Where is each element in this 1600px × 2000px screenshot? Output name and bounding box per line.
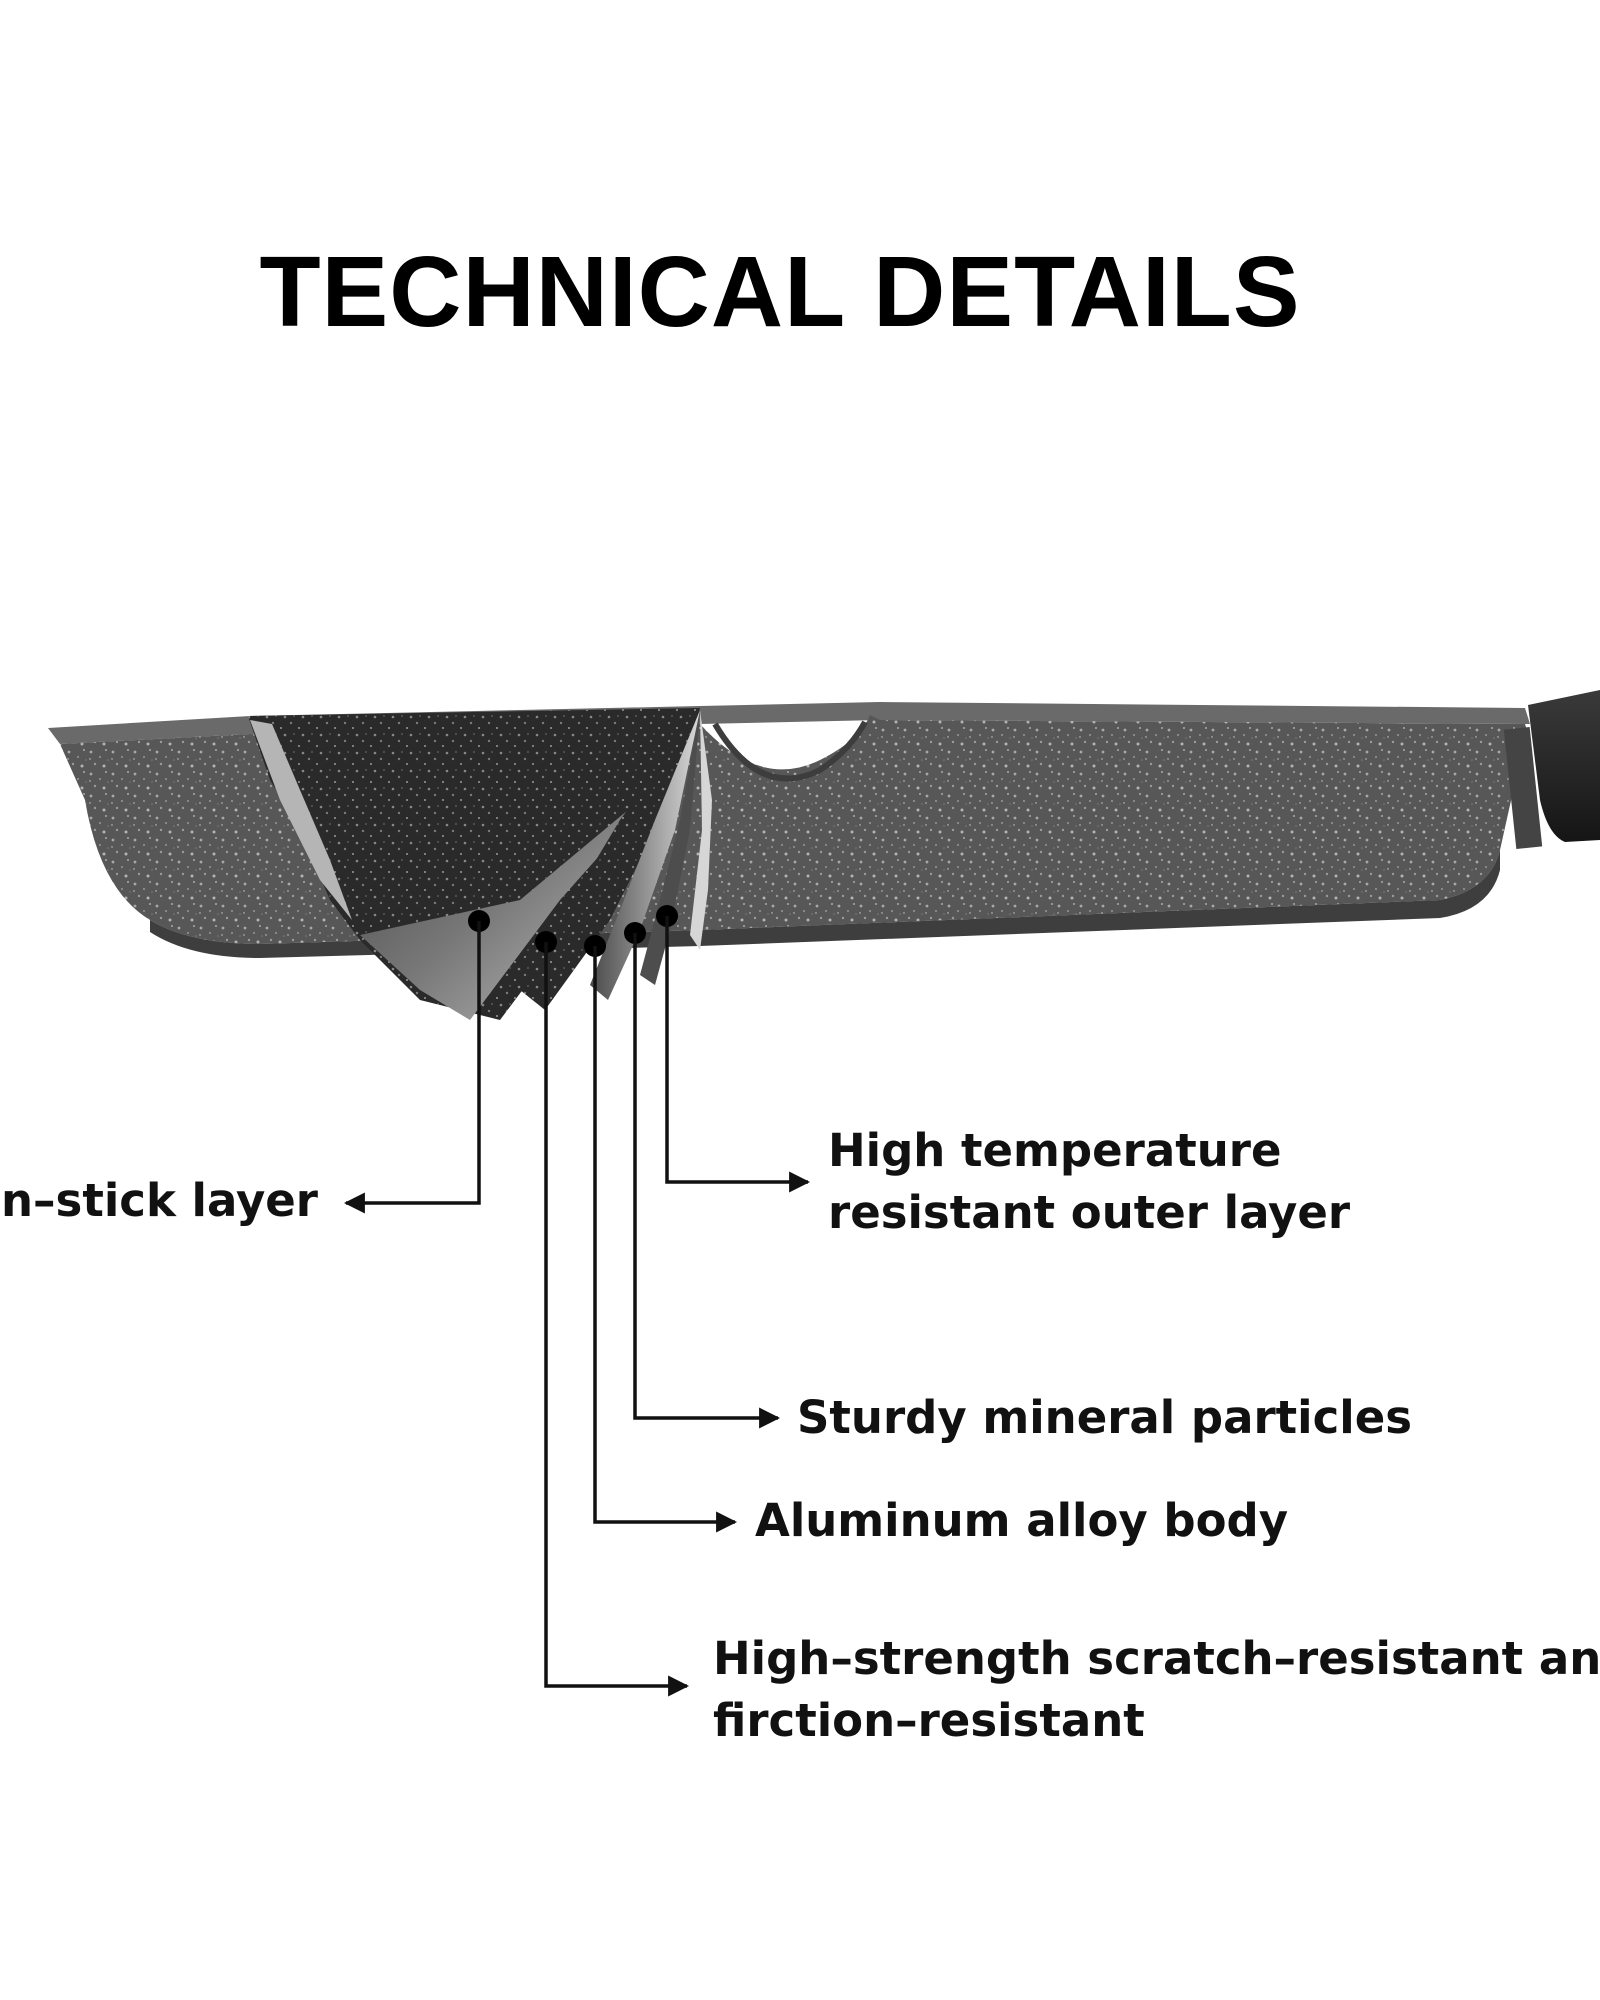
- label-mineral-line-1: Sturdy mineral particles: [797, 1391, 1412, 1444]
- label-scratch-line-2: firction–resistant: [713, 1694, 1145, 1747]
- label-scratch-resistant: High–strength scratch–resistant and firc…: [713, 1628, 1600, 1752]
- pour-spout: [712, 720, 868, 782]
- outer-layer-peel: [690, 710, 712, 950]
- leader-outer: [665, 916, 811, 1193]
- layer-edge-highlight: [250, 720, 352, 920]
- pan-handle: [1528, 690, 1600, 842]
- handle-collar: [1503, 726, 1543, 850]
- leader-lines: [343, 916, 811, 1697]
- label-aluminum-body: Aluminum alloy body: [755, 1490, 1288, 1552]
- label-nonstick-layer: on–stick layer: [0, 1170, 318, 1232]
- leader-nonstick: [343, 921, 481, 1214]
- pan-bottom-edge: [150, 850, 1500, 958]
- label-scratch-line-1: High–strength scratch–resistant and: [713, 1632, 1600, 1685]
- cutaway-layers: [248, 708, 712, 1020]
- label-aluminum-line-1: Aluminum alloy body: [755, 1494, 1289, 1547]
- leader-scratch: [544, 942, 690, 1697]
- label-outer-line-2: resistant outer layer: [828, 1186, 1351, 1239]
- mineral-layer-cutaway: [248, 708, 700, 1020]
- label-mineral-particles: Sturdy mineral particles: [797, 1387, 1412, 1449]
- aluminum-layer-peel: [590, 710, 700, 1000]
- mineral-particle-layer-peel: [640, 710, 700, 985]
- page-title: TECHNICAL DETAILS: [259, 236, 1301, 348]
- leader-aluminum: [593, 946, 738, 1533]
- leader-mineral: [633, 933, 781, 1429]
- label-outer-line-1: High temperature: [828, 1124, 1282, 1177]
- label-nonstick-line-1: on–stick layer: [0, 1174, 318, 1227]
- pan-rim: [48, 702, 1530, 744]
- scratch-resistant-layer-peel: [520, 710, 700, 1010]
- label-outer-layer: High temperature resistant outer layer: [828, 1120, 1350, 1244]
- nonstick-layer-peel: [360, 710, 700, 1020]
